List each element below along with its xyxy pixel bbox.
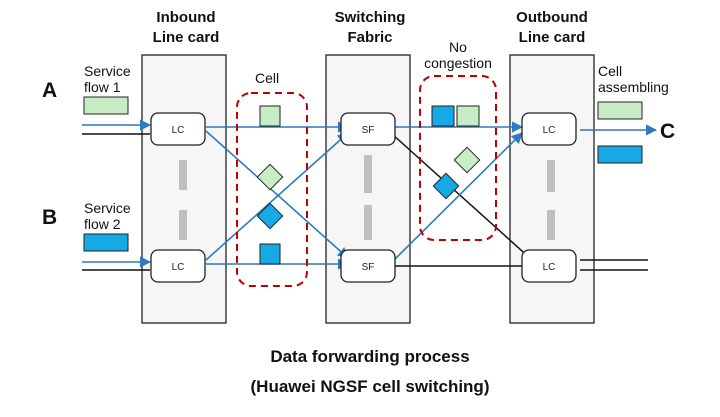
lc-label: LC [172, 262, 185, 273]
node-lc-outbound-bottom: LC [521, 249, 577, 283]
blue-cell-square [259, 243, 281, 265]
label-a: A [42, 79, 57, 102]
cell-assembling-label-line2: assembling [598, 79, 669, 95]
service-flow-1-label-line2: flow 1 [84, 79, 121, 95]
assembled-blue-packet [597, 145, 643, 164]
no-congestion-dashed-box [419, 75, 497, 241]
service-flow-2-packet [83, 233, 129, 252]
inbound-header-line2: Line card [153, 29, 220, 46]
service-flow-1-label-line1: Service [84, 63, 131, 79]
green-cell-square [259, 105, 281, 127]
sf-label: SF [362, 262, 375, 273]
label-b: B [42, 206, 57, 229]
caption-line2: (Huawei NGSF cell switching) [251, 377, 490, 396]
inbound-header-line1: Inbound [156, 9, 215, 26]
sf-label: SF [362, 125, 375, 136]
green-cell-diamond [256, 163, 284, 191]
switching-header-line1: Switching [335, 9, 406, 26]
lc-label: LC [543, 262, 556, 273]
outbound-header-line2: Line card [519, 29, 586, 46]
lc-label: LC [172, 125, 185, 136]
fabric-separator [364, 155, 372, 240]
node-sf-top: SF [340, 112, 396, 146]
blue-cell-diamond [432, 172, 460, 200]
no-congestion-label-line2: congestion [424, 55, 492, 71]
outbound-separator [547, 160, 555, 240]
assembled-green-packet [597, 101, 643, 120]
outbound-header-line1: Outbound [516, 9, 588, 26]
cell-assembling-label-line1: Cell [598, 63, 622, 79]
green-cell-diamond [453, 146, 481, 174]
service-flow-2-label-line2: flow 2 [84, 216, 121, 232]
node-lc-inbound-top: LC [150, 112, 206, 146]
node-lc-inbound-bottom: LC [150, 249, 206, 283]
black-links [82, 133, 648, 271]
service-flow-1-packet [83, 96, 129, 115]
node-sf-bottom: SF [340, 249, 396, 283]
switching-header-line2: Fabric [347, 29, 392, 46]
caption-line1: Data forwarding process [270, 347, 469, 366]
lc-label: LC [543, 125, 556, 136]
inbound-separator [179, 160, 187, 240]
blue-cell-diamond [256, 202, 284, 230]
cell-label: Cell [255, 70, 279, 86]
label-c: C [660, 120, 675, 143]
cell-dashed-box [236, 92, 308, 287]
blue-cell-square [431, 105, 455, 127]
no-congestion-label-line1: No [449, 39, 467, 55]
green-cell-square [456, 105, 480, 127]
service-flow-2-label-line1: Service [84, 200, 131, 216]
node-lc-outbound-top: LC [521, 112, 577, 146]
